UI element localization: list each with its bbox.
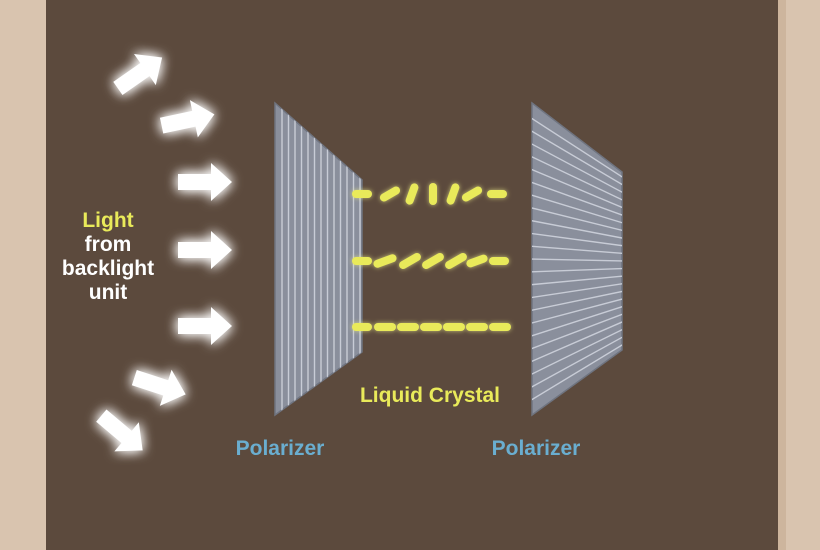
crystal-molecule	[352, 190, 372, 198]
crystal-molecule	[466, 254, 488, 268]
crystal-molecule	[373, 254, 397, 268]
polarizer-stripe	[532, 128, 622, 188]
polarizer-stripe	[532, 180, 622, 218]
arrow-icon	[178, 231, 232, 269]
crystal-molecule	[445, 253, 467, 269]
polarizer-stripe	[532, 334, 622, 390]
arrow-icon	[178, 307, 232, 345]
polarizer-stripe	[532, 267, 622, 273]
polarizer-stripe	[532, 282, 622, 299]
polarizer-stripe	[532, 341, 622, 403]
crystal-molecule	[446, 183, 460, 205]
polarizer-stripe	[532, 193, 622, 225]
right-border	[778, 0, 786, 550]
light-line-1: from	[84, 233, 132, 256]
light-line-3: unit	[88, 281, 128, 304]
light-word: Light	[82, 209, 134, 232]
crystal-molecule	[429, 183, 437, 205]
crystal-molecule	[352, 323, 372, 331]
polarizer-stripe	[532, 327, 622, 377]
crystal-molecule	[487, 190, 507, 198]
arrow-icon	[131, 369, 186, 406]
polarizer-stripe	[532, 258, 622, 262]
crystal-molecule	[352, 257, 372, 265]
polarizer-stripe	[532, 312, 622, 351]
crystal-molecule	[466, 323, 488, 331]
arrow-icon	[159, 100, 215, 138]
crystal-molecule	[489, 323, 511, 331]
light-line-2: backlight	[61, 257, 155, 280]
crystal-molecule	[489, 257, 509, 265]
liquid-crystal-label: Liquid Crystal	[359, 384, 501, 407]
crystal-molecule	[420, 323, 442, 331]
polarizer-stripe	[532, 206, 622, 233]
polarizer-stripe	[532, 141, 622, 195]
polarizer-stripe	[532, 232, 622, 247]
polarizer-stripe	[532, 289, 622, 312]
polarizer-right-label: Polarizer	[491, 437, 581, 460]
polarizer-left-panel	[274, 101, 363, 417]
crystal-molecule	[399, 253, 421, 269]
polarizer-stripe	[532, 275, 622, 286]
polarizer-stripe	[532, 154, 622, 203]
crystal-molecule	[443, 323, 465, 331]
polarizer-stripe	[532, 219, 622, 240]
light-source-label: Light from backlight unit	[48, 209, 168, 305]
polarizer-stripe	[532, 304, 622, 338]
diagram-background	[46, 0, 778, 550]
crystal-molecule	[374, 323, 396, 331]
crystal-molecule	[405, 183, 419, 205]
polarizer-left-label: Polarizer	[235, 437, 325, 460]
polarizer-stripe	[532, 297, 622, 325]
arrow-icon	[113, 53, 163, 96]
crystal-molecule	[461, 186, 483, 202]
crystal-molecule	[379, 186, 401, 202]
arrow-icon	[96, 409, 143, 452]
polarizer-right-panel	[531, 101, 623, 417]
crystal-molecule	[397, 323, 419, 331]
polarizer-stripe	[532, 319, 622, 364]
polarizer-stripe	[532, 115, 622, 181]
polarizer-stripe	[532, 245, 622, 255]
arrow-icon	[178, 163, 232, 201]
crystal-molecule	[422, 253, 444, 269]
polarizer-stripe	[532, 167, 622, 210]
